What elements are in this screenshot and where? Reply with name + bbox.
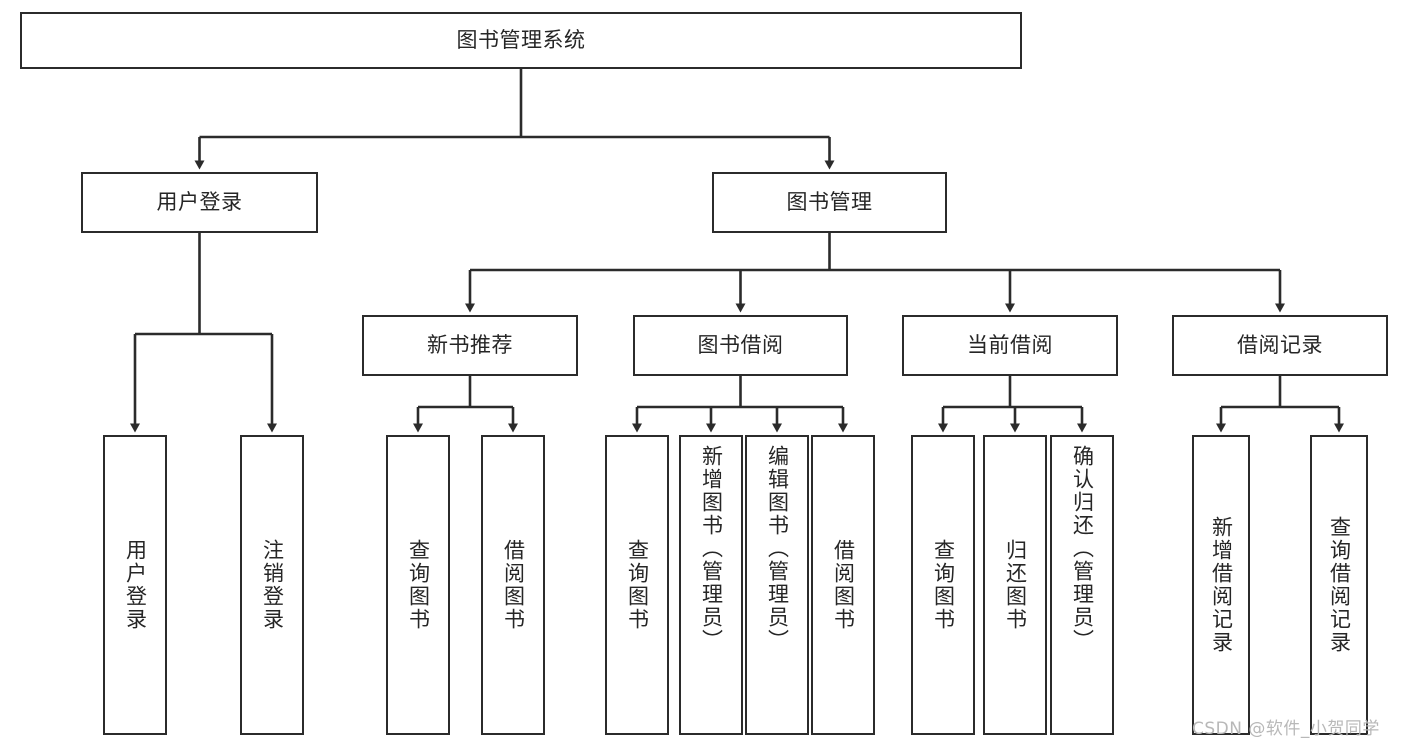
node-leaf-borrow-book-2[interactable]: 借阅图书	[811, 435, 875, 735]
node-leaf-query-book-3[interactable]: 查询图书	[911, 435, 975, 735]
node-leaf-borrow-book-2-label: 借阅图书	[831, 539, 856, 631]
node-book-manage-label: 图书管理	[786, 190, 873, 215]
node-new-book-recommend-label: 新书推荐	[427, 333, 513, 358]
node-leaf-confirm-return[interactable]: 确认归还（管理员）	[1050, 435, 1114, 735]
node-leaf-query-book-2-label: 查询图书	[625, 539, 650, 631]
node-book-borrow[interactable]: 图书借阅	[633, 315, 848, 376]
node-leaf-user-login[interactable]: 用户登录	[103, 435, 167, 735]
node-leaf-query-book-1[interactable]: 查询图书	[386, 435, 450, 735]
node-leaf-query-book-2[interactable]: 查询图书	[605, 435, 669, 735]
connector-group	[130, 69, 1344, 433]
node-user-login-label: 用户登录	[156, 190, 243, 215]
node-leaf-add-book-label: 新增图书（管理员）	[699, 445, 724, 652]
node-leaf-edit-book[interactable]: 编辑图书（管理员）	[745, 435, 809, 735]
node-book-manage[interactable]: 图书管理	[712, 172, 947, 233]
node-leaf-confirm-return-label: 确认归还（管理员）	[1070, 445, 1095, 652]
node-leaf-user-logout[interactable]: 注销登录	[240, 435, 304, 735]
node-borrow-record[interactable]: 借阅记录	[1172, 315, 1388, 376]
node-leaf-borrow-book-1-label: 借阅图书	[501, 539, 526, 631]
node-leaf-add-record[interactable]: 新增借阅记录	[1192, 435, 1250, 735]
node-book-borrow-label: 图书借阅	[697, 333, 784, 358]
node-leaf-query-book-3-label: 查询图书	[931, 539, 956, 631]
node-leaf-query-record[interactable]: 查询借阅记录	[1310, 435, 1368, 735]
node-root-label: 图书管理系统	[456, 28, 586, 53]
node-leaf-return-book-label: 归还图书	[1003, 539, 1028, 631]
node-leaf-user-login-label: 用户登录	[123, 539, 148, 631]
node-leaf-query-record-label: 查询借阅记录	[1327, 516, 1352, 654]
node-leaf-add-record-label: 新增借阅记录	[1209, 516, 1234, 654]
node-leaf-borrow-book-1[interactable]: 借阅图书	[481, 435, 545, 735]
node-current-borrow[interactable]: 当前借阅	[902, 315, 1118, 376]
node-leaf-add-book[interactable]: 新增图书（管理员）	[679, 435, 743, 735]
node-leaf-edit-book-label: 编辑图书（管理员）	[765, 445, 790, 652]
node-leaf-return-book[interactable]: 归还图书	[983, 435, 1047, 735]
node-borrow-record-label: 借阅记录	[1237, 333, 1323, 358]
node-user-login[interactable]: 用户登录	[81, 172, 318, 233]
node-new-book-recommend[interactable]: 新书推荐	[362, 315, 578, 376]
node-current-borrow-label: 当前借阅	[967, 333, 1053, 358]
node-leaf-query-book-1-label: 查询图书	[406, 539, 431, 631]
node-leaf-user-logout-label: 注销登录	[260, 539, 285, 631]
csdn-watermark: CSDN @软件_小贺同学	[1192, 719, 1380, 739]
node-root[interactable]: 图书管理系统	[20, 12, 1022, 69]
